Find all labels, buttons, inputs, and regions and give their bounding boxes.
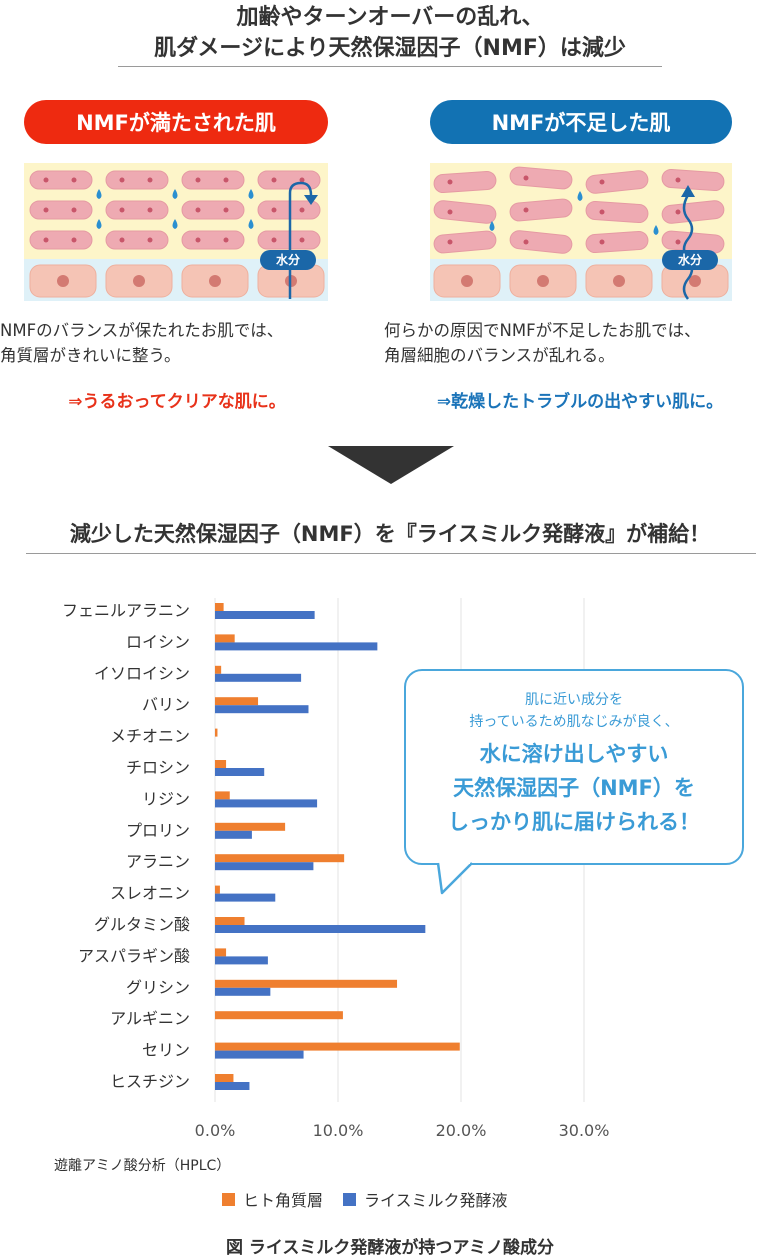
page-title-line1: 加齢やターンオーバーの乱れ、 bbox=[236, 5, 544, 30]
bar-human bbox=[215, 603, 224, 611]
bar-rice bbox=[215, 862, 314, 871]
category-label: プロリン bbox=[126, 821, 190, 840]
bar-rice bbox=[215, 611, 315, 619]
bar-human bbox=[215, 791, 230, 800]
bar-human bbox=[215, 665, 222, 674]
bar-human bbox=[215, 1042, 460, 1051]
bar-human bbox=[215, 979, 398, 988]
bar-human bbox=[215, 728, 218, 737]
category-label: イソロイシン bbox=[94, 664, 190, 683]
section-divider bbox=[26, 553, 756, 554]
right-result: ⇒乾燥したトラブルの出やすい肌に。 bbox=[436, 392, 724, 412]
category-label: ロイシン bbox=[126, 632, 190, 651]
x-tick-label: 20.0% bbox=[436, 1121, 487, 1140]
x-tick-label: 30.0% bbox=[559, 1121, 610, 1140]
callout-small-line1: 肌に近い成分を bbox=[525, 692, 623, 708]
category-label: フェニルアラニン bbox=[62, 601, 190, 620]
legend-rice-swatch bbox=[343, 1192, 357, 1206]
legend-rice-label: ライスミルク発酵液 bbox=[364, 1191, 508, 1210]
section-title: 減少した天然保湿因子（NMF）を『ライスミルク発酵液』が補給！ bbox=[69, 522, 711, 546]
callout-bubble: 肌に近い成分を 持っているため肌なじみが良く、 水に溶け出しやすい 天然保湿因子… bbox=[404, 669, 744, 865]
bar-human bbox=[215, 634, 235, 643]
bar-rice bbox=[215, 956, 268, 965]
left-desc-line2: 角質層がきれいに整う。 bbox=[0, 346, 181, 365]
category-label: メチオニン bbox=[110, 727, 190, 746]
legend: ヒト角質層 ライスミルク発酵液 bbox=[222, 1187, 508, 1211]
category-label: リジン bbox=[142, 789, 190, 808]
bar-rice bbox=[215, 642, 378, 651]
water-label-left: 水分 bbox=[275, 253, 300, 267]
category-label: アラニン bbox=[126, 852, 190, 871]
legend-human-swatch bbox=[222, 1192, 235, 1206]
bar-human bbox=[215, 760, 227, 768]
callout-big-line1: 水に溶け出しやすい bbox=[479, 742, 669, 766]
callout-tail bbox=[436, 861, 473, 895]
bar-human bbox=[215, 854, 345, 863]
callout-small-line2: 持っているため肌なじみが良く、 bbox=[469, 714, 679, 730]
category-label: グルタミン酸 bbox=[94, 915, 190, 934]
category-label: ヒスチジン bbox=[110, 1072, 190, 1091]
category-label: セリン bbox=[142, 1041, 190, 1060]
bar-human bbox=[215, 948, 227, 957]
bar-rice bbox=[215, 705, 309, 714]
bar-rice bbox=[215, 925, 426, 933]
callout-big-line3: しっかり肌に届けられる！ bbox=[448, 810, 700, 834]
category-label: チロシン bbox=[126, 758, 190, 777]
right-desc-line1: 何らかの原因でNMFが不足したお肌では、 bbox=[384, 321, 701, 340]
bar-human bbox=[215, 697, 259, 706]
bar-rice bbox=[215, 768, 265, 776]
bar-rice bbox=[215, 1082, 250, 1090]
callout-big-line2: 天然保湿因子（NMF）を bbox=[453, 776, 695, 800]
figure-caption: 図 ライスミルク発酵液が持つアミノ酸成分 bbox=[225, 1238, 555, 1258]
category-label: グリシン bbox=[126, 978, 190, 997]
page-title-line2: 肌ダメージにより天然保湿因子（NMF）は減少 bbox=[154, 36, 626, 61]
healthy-skin-illustration bbox=[24, 163, 328, 301]
category-label: スレオニン bbox=[110, 884, 190, 903]
title-divider bbox=[118, 66, 662, 67]
left-desc-line1: NMFのバランスが保たれたお肌では、 bbox=[0, 321, 284, 340]
dry-skin-illustration bbox=[430, 163, 732, 301]
right-desc-line2: 角層細胞のバランスが乱れる。 bbox=[384, 346, 615, 365]
bar-human bbox=[215, 917, 245, 925]
bar-human bbox=[215, 1011, 343, 1020]
legend-human-label: ヒト角質層 bbox=[243, 1191, 324, 1210]
down-arrow-icon bbox=[328, 446, 454, 484]
bar-human bbox=[215, 822, 286, 831]
bar-human bbox=[215, 885, 220, 894]
left-result: ⇒うるおってクリアな肌に。 bbox=[68, 392, 286, 412]
category-label: アルギニン bbox=[110, 1009, 190, 1028]
x-tick-label: 10.0% bbox=[313, 1121, 364, 1140]
bar-rice bbox=[215, 987, 271, 996]
bar-human bbox=[215, 1074, 234, 1082]
bar-rice bbox=[215, 830, 252, 839]
bar-rice bbox=[215, 893, 276, 902]
category-label: アスパラギン酸 bbox=[78, 946, 190, 965]
water-label-right: 水分 bbox=[677, 253, 702, 267]
bar-rice bbox=[215, 799, 318, 808]
bar-rice bbox=[215, 1050, 304, 1059]
nmf-sufficient-pill: NMFが満たされた肌 bbox=[24, 100, 328, 144]
category-label: バリン bbox=[142, 695, 190, 714]
amino-acid-chart: 0.0% 10.0% 20.0% 30.0% フェニルアラニンロイシンイソロイシンバリン… bbox=[62, 598, 610, 1140]
nmf-deficient-pill: NMFが不足した肌 bbox=[430, 100, 732, 144]
x-tick-label: 0.0% bbox=[195, 1121, 236, 1140]
bar-rice bbox=[215, 673, 302, 682]
method-caption: 遊離アミノ酸分析（HPLC） bbox=[54, 1158, 231, 1174]
